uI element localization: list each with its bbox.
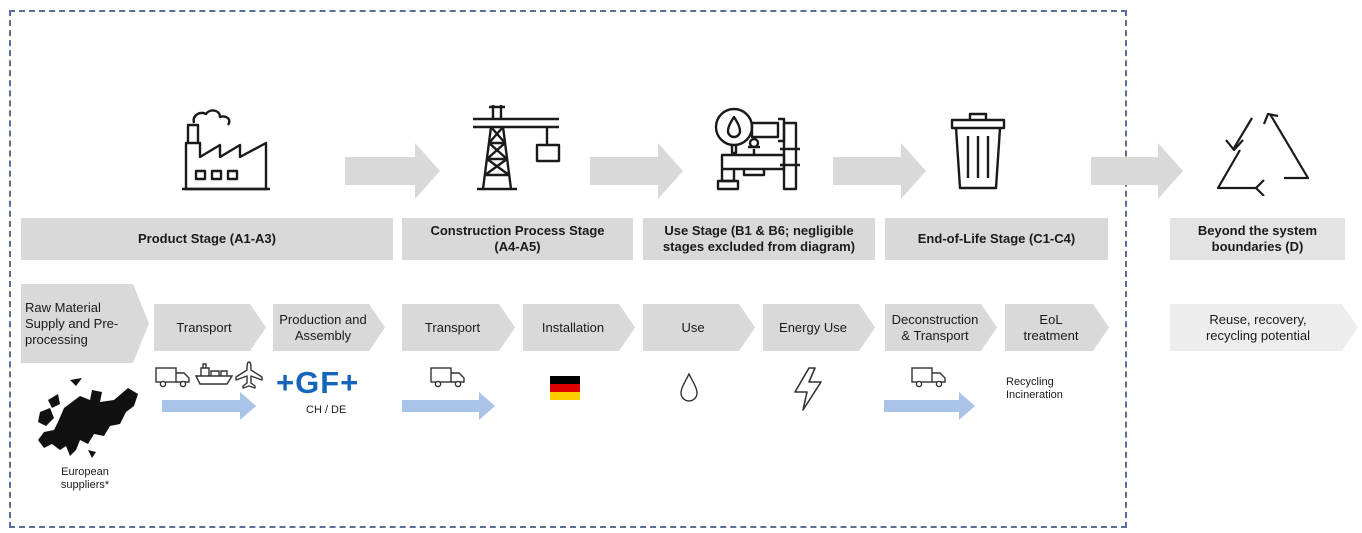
european-suppliers-label: European suppliers* bbox=[60, 466, 110, 491]
step-eol-treatment-label: EoL treatment bbox=[1023, 311, 1079, 343]
lightning-icon bbox=[794, 367, 822, 411]
step-use: Use bbox=[643, 304, 755, 351]
stage-arrow-1 bbox=[345, 143, 440, 199]
stage-arrow-4 bbox=[1091, 143, 1183, 199]
step-transport-a4: Transport bbox=[402, 304, 515, 351]
ship-icon bbox=[195, 363, 233, 385]
truck-icon bbox=[155, 367, 190, 388]
gf-logo: +GF+ bbox=[276, 365, 360, 400]
stage-beyond: Beyond the system boundaries (D) bbox=[1170, 218, 1345, 260]
stage-end-of-life: End-of-Life Stage (C1-C4) bbox=[885, 218, 1108, 260]
germany-flag-icon bbox=[550, 376, 580, 400]
step-production-label: Production and Assembly bbox=[279, 311, 367, 343]
airplane-icon bbox=[235, 361, 263, 389]
step-transport-a2: Transport bbox=[154, 304, 266, 351]
step-transport-a2-label: Transport bbox=[176, 319, 232, 335]
gf-location-label: CH / DE bbox=[306, 404, 347, 416]
stage-beyond-label: Beyond the system boundaries (D) bbox=[1197, 223, 1318, 254]
stage-arrow-2 bbox=[590, 143, 683, 199]
pipes-valve-icon bbox=[714, 107, 800, 191]
trash-can-icon bbox=[950, 112, 1006, 190]
stage-use-label: Use Stage (B1 & B6; negligible stages ex… bbox=[662, 223, 856, 254]
step-eol-treatment: EoL treatment bbox=[1005, 304, 1109, 351]
stage-construction: Construction Process Stage (A4-A5) bbox=[402, 218, 633, 260]
crane-icon bbox=[473, 105, 561, 191]
recycle-icon bbox=[1216, 112, 1310, 196]
truck-icon bbox=[430, 367, 465, 388]
stage-construction-label: Construction Process Stage (A4-A5) bbox=[430, 223, 605, 254]
step-reuse: Reuse, recovery, recycling potential bbox=[1170, 304, 1358, 351]
step-energy-use: Energy Use bbox=[763, 304, 875, 351]
system-boundary bbox=[9, 10, 1127, 528]
factory-icon bbox=[182, 109, 270, 191]
step-use-label: Use bbox=[681, 319, 705, 335]
stage-product: Product Stage (A1-A3) bbox=[21, 218, 393, 260]
step-energy-use-label: Energy Use bbox=[779, 319, 847, 335]
step-installation-label: Installation bbox=[541, 319, 605, 335]
europe-map-icon bbox=[38, 378, 138, 458]
step-reuse-label: Reuse, recovery, recycling potential bbox=[1205, 311, 1311, 343]
step-installation: Installation bbox=[523, 304, 635, 351]
step-deconstruction: Deconstruction & Transport bbox=[885, 304, 997, 351]
step-deconstruction-label: Deconstruction & Transport bbox=[891, 311, 979, 343]
stage-end-of-life-label: End-of-Life Stage (C1-C4) bbox=[917, 231, 1076, 246]
eol-methods-label: Recycling Incineration bbox=[1006, 376, 1063, 401]
step-production: Production and Assembly bbox=[273, 304, 385, 351]
water-drop-icon bbox=[680, 372, 698, 402]
step-transport-a4-label: Transport bbox=[424, 319, 481, 335]
stage-arrow-3 bbox=[833, 143, 926, 199]
step-raw-material-label: Raw Material Supply and Pre- processing bbox=[25, 299, 119, 347]
step-raw-material: Raw Material Supply and Pre- processing bbox=[21, 284, 149, 363]
stage-product-label: Product Stage (A1-A3) bbox=[138, 231, 276, 246]
truck-icon bbox=[911, 367, 946, 388]
stage-use: Use Stage (B1 & B6; negligible stages ex… bbox=[643, 218, 875, 260]
